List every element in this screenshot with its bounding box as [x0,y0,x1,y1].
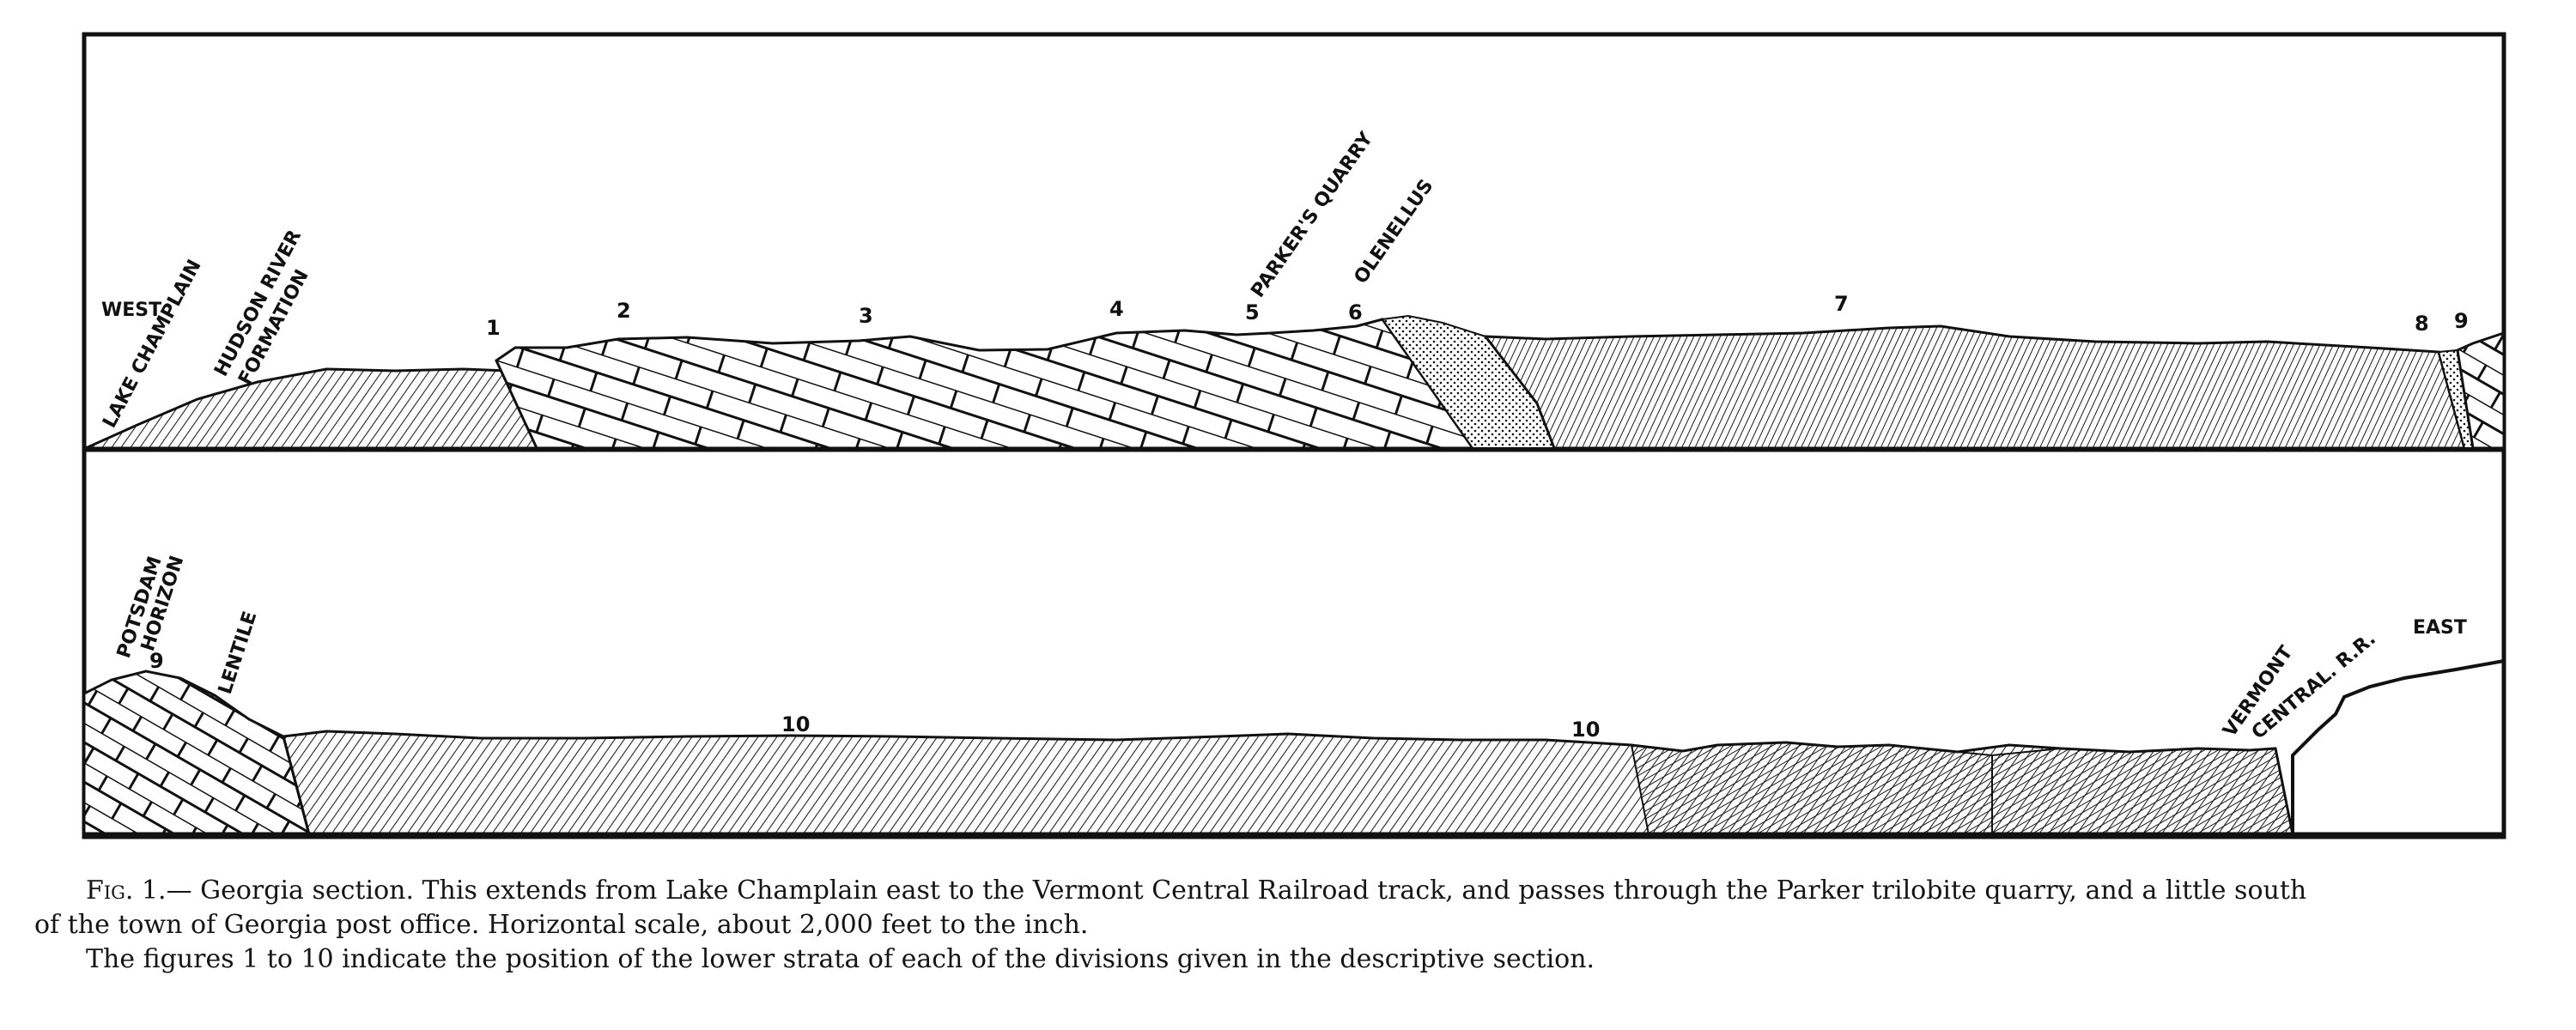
limestone-strata-1-to-5 [495,318,1475,450]
stratum-number-9-lower: 9 [149,649,164,673]
stratum-number-9: 9 [2454,309,2469,333]
stratum-number-7: 7 [1834,292,1849,316]
caption-line-1-text: — Georgia section. This extends from Lak… [166,876,2307,906]
hudson-river-formation-stratum [85,367,539,450]
east-label: EAST [2413,617,2467,639]
figure-number: Fig. 1. [86,876,167,906]
stratum-9-limestone [2456,330,2506,450]
west-label: WEST [101,300,161,321]
geologic-section-figure: WEST LAKE CHAMPLAIN HUDSON RIVER FORMATI… [82,32,2506,839]
caption-line-1: Fig. 1.— Georgia section. This extends f… [34,874,2559,908]
east-ground-outline [2291,659,2505,834]
stratum-number-5: 5 [1245,300,1260,324]
stratum-10-folded [1630,741,1993,835]
caption-line-3: The figures 1 to 10 indicate the positio… [86,944,1595,974]
stratum-10-east-block [1991,747,2294,835]
potsdam-horizon-limestone [82,670,311,836]
lower-section [82,659,2505,837]
stratum-number-6: 6 [1348,300,1363,324]
caption-line-2: of the town of Georgia post office. Hori… [34,910,1089,940]
lentile-label: LENTILE [215,609,262,697]
stratum-number-10-east: 10 [1571,718,1600,742]
stratum-number-3: 3 [859,304,873,328]
olenellus-label: OLENELLUS [1350,176,1437,288]
stratum-number-8: 8 [2415,312,2429,336]
figure-caption: Fig. 1.— Georgia section. This extends f… [34,874,2559,977]
upper-section [84,314,2506,452]
stratum-number-2: 2 [617,299,631,323]
stratum-number-4: 4 [1109,297,1124,321]
stratum-number-10-west: 10 [781,712,810,736]
stratum-7-shale [1482,324,2466,450]
stratum-number-1: 1 [486,316,501,340]
